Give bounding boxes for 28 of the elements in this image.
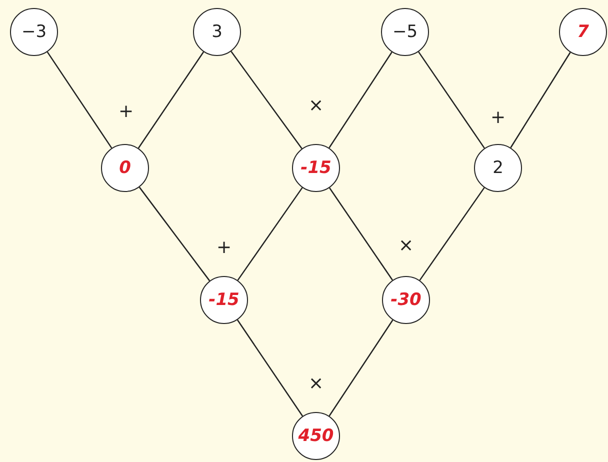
- connector-line: [419, 187, 485, 281]
- connector-line: [418, 51, 485, 149]
- given-number: 2: [492, 160, 504, 176]
- given-number: 3: [212, 24, 222, 40]
- connector-line: [236, 320, 304, 416]
- answer-number: 450: [298, 428, 334, 444]
- answer-number: 7: [577, 24, 589, 40]
- given-number: −3: [21, 24, 47, 40]
- connector-line: [510, 52, 571, 148]
- operation-sign: ×: [308, 97, 324, 115]
- operation-sign: ×: [398, 237, 414, 255]
- answer-number: -30: [390, 292, 422, 308]
- answer-number: -15: [208, 292, 240, 308]
- connector-line: [138, 186, 210, 282]
- operation-sign: +: [216, 239, 232, 257]
- answer-number: 0: [119, 160, 131, 176]
- connector-line: [328, 52, 392, 148]
- operation-sign: ×: [308, 375, 324, 393]
- connector-line: [230, 51, 302, 149]
- connector-line: [46, 52, 112, 148]
- connector-line: [138, 52, 204, 148]
- given-number: −5: [392, 24, 418, 40]
- operation-sign: +: [490, 109, 506, 127]
- connector-line: [237, 187, 303, 281]
- connector-line: [328, 320, 394, 416]
- answer-number: -15: [300, 160, 332, 176]
- connector-line: [328, 187, 394, 281]
- operation-sign: +: [118, 103, 134, 121]
